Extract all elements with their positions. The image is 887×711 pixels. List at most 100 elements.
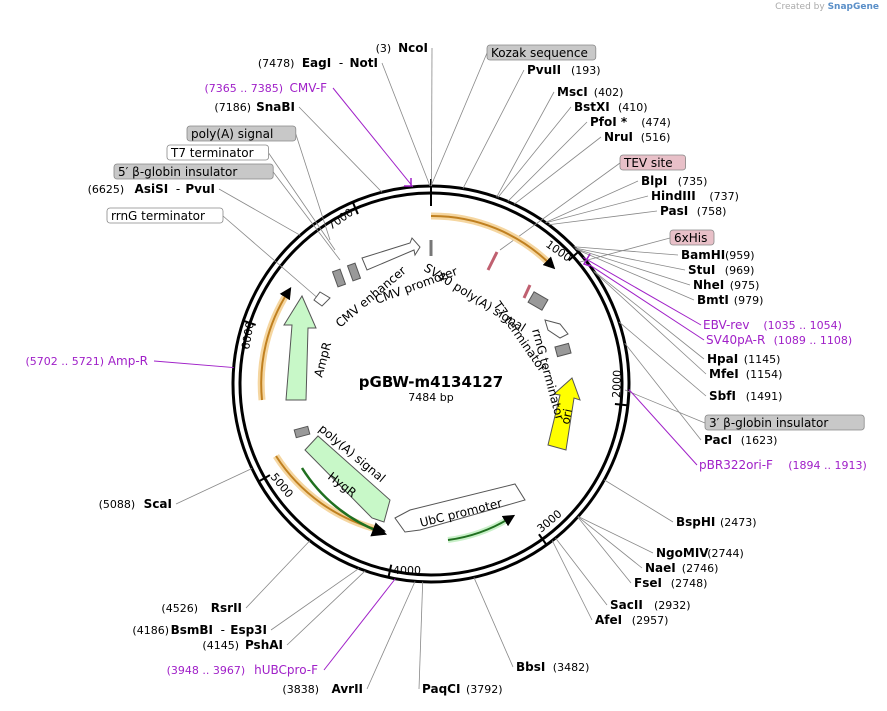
his-site-mark [522, 284, 532, 299]
enzyme-site-hindiii: HindIII(737) [651, 189, 739, 203]
enzyme-name: NgoMIV [656, 546, 709, 560]
enzyme-separator: - [176, 182, 180, 196]
enzyme-site-paci: PacI(1623) [704, 433, 777, 447]
feature-box-bg [166, 144, 269, 161]
feature-box-label: rrnG terminator [111, 209, 205, 223]
enzyme-separator: - [221, 623, 225, 637]
enzyme-site-nrui: NruI (516) [604, 130, 670, 144]
primer-range: (3948 .. 3967) [167, 664, 246, 677]
enzyme-site-ngomiv: NgoMIV(2744) [656, 546, 744, 560]
enzyme-name-2: NotI [350, 56, 379, 70]
feature-box-label: TEV site [623, 156, 673, 170]
enzyme-name: FseI [634, 576, 662, 590]
enzyme-name: MscI [557, 85, 588, 99]
primer-sv40par: SV40pA-R(1089 .. 1108) [588, 264, 853, 347]
snapgene-brand: SnapGene [827, 2, 879, 12]
enzyme-site-ncoi: NcoI(3) [376, 41, 428, 55]
enzyme-name: NaeI [645, 561, 676, 575]
leader-lines [175, 47, 707, 690]
tick-2000 [614, 403, 627, 407]
enzyme-position: (4145) [202, 639, 239, 652]
tick-label-4000: 4000 [393, 564, 421, 577]
plasmid-length: 7484 bp [408, 391, 453, 404]
enzyme-site-sacii: SacII(2932) [610, 598, 691, 612]
enzyme-site-fsei: FseI(2748) [634, 576, 707, 590]
sv40-box [527, 291, 549, 311]
enzyme-name: PaqCI [422, 682, 460, 696]
feature-box-label: Kozak sequence [491, 46, 588, 60]
enzyme-site-bbsi: BbsI(3482) [516, 660, 589, 674]
enzyme-site-hpai: HpaI (1145) [707, 352, 780, 366]
enzyme-site-stui: StuI(969) [688, 263, 754, 277]
feature-box-rrng-terminator: rrnG terminator [106, 207, 224, 224]
ebv-rev-primer-mark [582, 253, 591, 267]
enzyme-site-nhei: NheI(975) [693, 278, 759, 292]
tick-3000 [538, 533, 547, 545]
enzyme-position: (516) [641, 131, 671, 144]
enzyme-position: (975) [730, 279, 760, 292]
tick-6000 [243, 320, 256, 326]
enzyme-name: EagI [302, 56, 331, 70]
feature-box-label: 3′ β-globin insulator [709, 416, 828, 430]
enzyme-site-asisi: PvuI-AsiSI(6625) [88, 182, 215, 196]
enzyme-position: (4526) [161, 602, 198, 615]
enzyme-position: (735) [678, 175, 708, 188]
primer-ebvrev: EBV-rev(1035 .. 1054) [583, 257, 842, 332]
enzyme-name-2: Esp3I [230, 623, 267, 637]
enzyme-site-bmti: BmtI(979) [697, 293, 763, 307]
tick-4000 [387, 564, 393, 577]
enzyme-position: (474) [641, 116, 671, 129]
enzyme-position: (969) [725, 264, 755, 277]
enzyme-position: (193) [571, 64, 601, 77]
ruler-ticks [243, 179, 627, 577]
enzyme-position: (4186) [132, 624, 169, 637]
enzyme-position: (1145) [744, 353, 781, 366]
enzyme-position: (7478) [258, 57, 295, 70]
primer-range: (1894 .. 1913) [788, 459, 867, 472]
enzyme-site-snabi: SnaBI(7186) [214, 100, 295, 114]
enzyme-site-rsrii: RsrII (4526) [161, 601, 242, 615]
hygr-arrow [304, 435, 391, 523]
enzyme-separator: - [339, 56, 343, 70]
enzyme-name: BmtI [697, 293, 729, 307]
enzyme-position: (3) [376, 42, 392, 55]
feature-box-label: T7 terminator [170, 146, 254, 160]
feature-box-label: 5′ β-globin insulator [118, 165, 237, 179]
enzyme-position: (3792) [466, 683, 503, 696]
primer-range: (7365 .. 7385) [204, 82, 283, 95]
enzyme-site-blpi: BlpI(735) [641, 174, 707, 188]
feature-box-label: poly(A) signal [191, 127, 273, 141]
enzyme-name: BspHI [676, 515, 715, 529]
ubc-green-arc [447, 515, 512, 543]
feature-box-bg [113, 163, 274, 180]
enzyme-name: BstXI [574, 100, 610, 114]
feature-box-kozak-sequence: Kozak sequence [486, 44, 597, 61]
enzyme-name: AfeI [595, 613, 622, 627]
enzyme-position: (1623) [741, 434, 778, 447]
tev-site-mark [486, 251, 499, 271]
enzyme-name: RsrII [211, 601, 242, 615]
label-ampr: AmpR [311, 341, 334, 379]
primer-name: hUBCpro-F [254, 663, 318, 677]
enzyme-name: HpaI [707, 352, 738, 366]
enzyme-name: PasI [660, 204, 688, 218]
enzyme-name: ScaI [144, 497, 172, 511]
feature-box-bg [669, 229, 715, 246]
t7-term-arrow [544, 319, 569, 339]
feature-box-t7-terminator: T7 terminator [166, 144, 269, 161]
enzyme-name: AvrII [331, 682, 363, 696]
primer-range: (1089 .. 1108) [774, 334, 853, 347]
enzyme-position: (5088) [99, 498, 136, 511]
enzyme-position: (2957) [632, 614, 669, 627]
primer-range: (1035 .. 1054) [763, 319, 842, 332]
enzyme-site-msci: MscI(402) [557, 85, 623, 99]
enzyme-position: (1154) [746, 368, 783, 381]
enzyme-name: SnaBI [256, 100, 295, 114]
enzyme-position: (2932) [654, 599, 691, 612]
ampr-arrow [283, 294, 317, 401]
enzyme-site-sbfi: SbfI(1491) [709, 389, 782, 403]
enzyme-site-bstxi: BstXI(410) [574, 100, 648, 114]
enzyme-name: NruI [604, 130, 633, 144]
tick-label-2000: 2000 [610, 370, 624, 398]
primer-cmvf: CMV-F(7365 .. 7385) [204, 81, 414, 188]
